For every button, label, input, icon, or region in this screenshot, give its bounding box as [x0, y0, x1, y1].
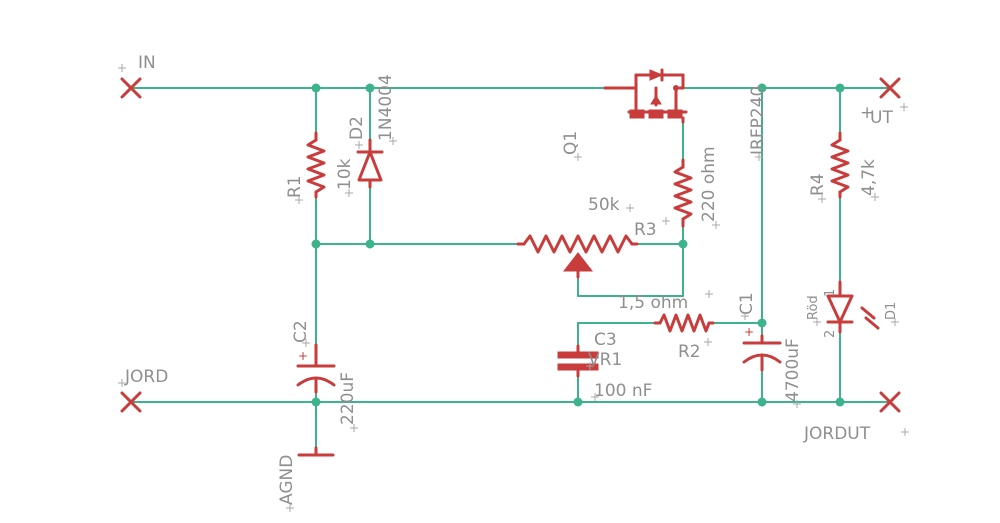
origin-cross — [704, 338, 712, 346]
origin-cross — [591, 393, 599, 401]
led-d1[interactable] — [826, 280, 880, 334]
origin-cross — [662, 217, 670, 225]
r1-value: 10k — [335, 158, 355, 190]
capacitor-c3[interactable] — [557, 344, 599, 378]
origin-cross — [793, 400, 801, 408]
junction-dot — [835, 83, 845, 93]
c2-name: C2 — [291, 320, 311, 343]
origin-cross — [900, 103, 908, 111]
vr1-value: 50k — [588, 195, 620, 215]
origin-cross — [350, 424, 358, 432]
c2-plus-icon: + — [298, 349, 308, 363]
origin-cross — [295, 196, 303, 204]
r4-name: R4 — [808, 173, 828, 196]
origin-cross — [586, 362, 594, 370]
diode-d2[interactable] — [356, 138, 384, 189]
q1-name: Q1 — [561, 131, 581, 155]
ground-agnd-symbol[interactable] — [297, 446, 335, 457]
origin-cross — [389, 137, 397, 145]
c1-plus-icon: + — [744, 325, 754, 339]
port-jord-marker[interactable] — [120, 391, 142, 413]
d1-name: D1 — [884, 302, 899, 320]
junction-dot — [835, 397, 845, 407]
junctions — [311, 83, 845, 407]
wires — [130, 87, 891, 449]
c2-value: 220uF — [338, 372, 358, 425]
origin-cross — [712, 221, 720, 229]
d2-value: 1N4004 — [376, 74, 396, 141]
resistor-r3[interactable] — [673, 158, 693, 228]
port-jord-label: JORD — [124, 367, 168, 387]
origin-cross — [355, 141, 363, 149]
d1-pin1-label: 1 — [823, 289, 838, 297]
c3-value: 100 nF — [594, 381, 652, 401]
origin-cross — [901, 428, 909, 436]
r2-value: 1,5 ohm — [618, 293, 688, 313]
led-arrow-icon — [864, 316, 880, 330]
origin-cross — [118, 64, 126, 72]
mosfet-q1[interactable] — [603, 68, 688, 124]
r3-name: R3 — [634, 220, 657, 240]
origin-marks — [118, 64, 909, 512]
capacitor-c2[interactable]: + — [296, 343, 336, 394]
origin-cross — [705, 290, 713, 298]
r4-value: 4,7k — [859, 159, 879, 196]
labels: IN UT JORD JORDUT AGND + R1 10k D2 1N400… — [124, 53, 899, 505]
d1-pin2-label: 2 — [823, 330, 838, 338]
junction-dot — [757, 83, 767, 93]
led-arrow-icon — [860, 306, 876, 320]
junction-dot — [365, 239, 375, 249]
origin-cross — [818, 195, 826, 203]
d1-value: Röd — [806, 295, 821, 320]
port-jordut-marker[interactable] — [879, 391, 901, 413]
origin-cross — [813, 318, 821, 326]
potentiometer-vr1[interactable] — [516, 234, 639, 279]
origin-cross — [891, 318, 899, 326]
resistor-r2[interactable] — [653, 313, 715, 333]
d2-name: D2 — [347, 116, 367, 140]
resistor-r4[interactable] — [830, 131, 850, 199]
junction-dot — [311, 397, 321, 407]
port-ut-marker[interactable] — [879, 77, 901, 99]
port-in-label: IN — [138, 53, 156, 73]
capacitor-c1[interactable]: + — [742, 325, 782, 372]
port-jordut-label: JORDUT — [803, 424, 871, 444]
junction-dot — [365, 83, 375, 93]
origin-cross — [302, 339, 310, 347]
q1-value: IRFP240 — [748, 86, 768, 155]
port-agnd-label: AGND — [277, 455, 297, 505]
origin-cross — [286, 504, 294, 512]
r1-name: R1 — [285, 175, 305, 198]
origin-cross — [118, 379, 126, 387]
junction-dot — [311, 239, 321, 249]
origin-cross — [574, 153, 582, 161]
c1-name: C1 — [737, 292, 757, 315]
origin-cross — [345, 189, 353, 197]
junction-dot — [678, 239, 688, 249]
junction-dot — [311, 83, 321, 93]
origin-cross — [741, 312, 749, 320]
junction-dot — [757, 397, 767, 407]
ut-plus-icon: + — [860, 103, 874, 123]
origin-cross — [626, 204, 634, 212]
junction-dot — [757, 318, 767, 328]
r3-value: 220 ohm — [699, 146, 719, 222]
port-in-marker[interactable] — [120, 77, 142, 99]
c1-value: 4700uF — [783, 338, 803, 402]
resistor-r1[interactable] — [306, 131, 326, 199]
junction-dot — [573, 397, 583, 407]
origin-cross — [755, 153, 763, 161]
port-ut-label: UT — [870, 108, 893, 128]
origin-cross — [871, 193, 879, 201]
r2-name: R2 — [678, 342, 701, 362]
c3-name: C3 — [594, 330, 617, 350]
vr1-name: VR1 — [588, 350, 622, 370]
